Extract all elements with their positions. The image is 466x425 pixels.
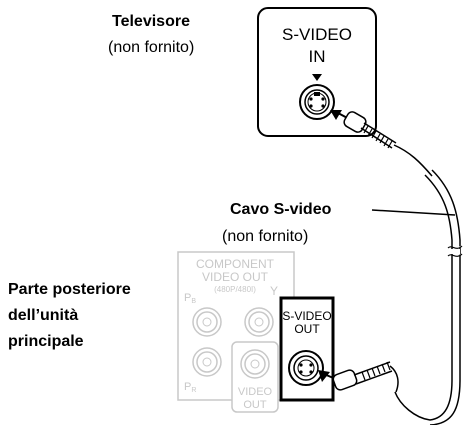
y-label: Y <box>270 284 278 298</box>
pb-jack-icon <box>192 307 222 337</box>
triangle-marker-icon <box>312 74 322 81</box>
y-jack-icon <box>244 307 274 337</box>
rear-label-line2: dell’unità <box>8 307 79 324</box>
tv-cable-plug-icon <box>330 110 433 177</box>
svideo-out-jack-icon <box>288 350 324 386</box>
rear-label-line1: Parte posteriore <box>8 281 131 298</box>
video-out-jack-icon <box>240 349 270 379</box>
cable-title: Cavo S-video <box>230 201 332 218</box>
pr-jack-icon <box>192 347 222 377</box>
svideo-cable <box>394 169 463 425</box>
component-label-line1: COMPONENT <box>196 257 275 271</box>
cable-leader-line <box>371 209 456 216</box>
pb-label: PB <box>184 292 196 305</box>
component-label-line3: (480P/480I) <box>214 285 256 294</box>
tv-port-label-line1: S-VIDEO <box>282 25 352 44</box>
svideo-out-label-line1: S-VIDEO <box>282 309 331 323</box>
rear-cable-plug-icon <box>318 361 399 393</box>
cable-subtitle: (non fornito) <box>222 228 309 245</box>
svideo-in-jack-icon <box>299 84 335 120</box>
svideo-out-panel: S-VIDEO OUT <box>279 296 335 402</box>
pr-label: PR <box>184 381 196 394</box>
component-label-line2: VIDEO OUT <box>202 270 269 284</box>
tv-title: Televisore <box>112 13 190 30</box>
video-out-label-line1: VIDEO <box>238 386 273 398</box>
tv-panel: S-VIDEO IN <box>257 7 377 137</box>
rear-label-line3: principale <box>8 333 84 350</box>
tv-port-label-line2: IN <box>309 47 326 66</box>
svideo-out-label-line2: OUT <box>294 322 320 336</box>
tv-subtitle: (non fornito) <box>108 39 195 56</box>
video-out-label-line2: OUT <box>243 399 267 411</box>
rear-panel: COMPONENT VIDEO OUT (480P/480I) PB Y PR … <box>177 251 295 413</box>
